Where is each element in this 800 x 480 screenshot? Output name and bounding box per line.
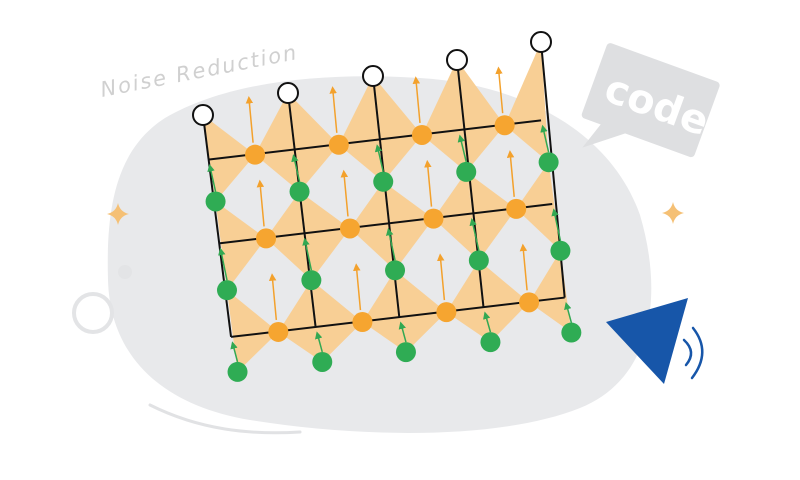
stabilizer-triangle [457,60,505,172]
sparkle-icon [662,202,684,224]
orange-arrow [424,159,433,207]
stabilizer-triangle [215,201,267,291]
ancilla-node [268,321,289,342]
qubit-node [456,161,477,182]
green-arrow [315,331,323,353]
ancilla-node [519,292,540,313]
qubit-node [538,152,559,173]
qubit-node [385,260,406,281]
ancilla-node [411,124,432,145]
qubit-node [312,351,333,372]
qubit-node [561,322,582,343]
speaker-icon [606,298,688,384]
green-arrow [230,341,239,363]
output-node [277,82,299,104]
orange-arrow [268,273,278,321]
green-arrow [302,237,313,271]
green-arrow [483,311,492,333]
green-arrow [457,134,467,163]
qubit-node [550,240,571,261]
stabilizer-triangle [373,76,422,182]
orange-arrow [340,169,349,217]
ancilla-node [256,228,277,249]
orange-arrow [436,253,446,301]
stabilizer-triangle [288,93,339,192]
stabilizer-triangle [311,280,363,362]
ancilla-node [423,208,444,229]
stabilizer-triangle [278,280,323,362]
green-arrow [398,321,407,343]
stabilizer-triangle [478,260,530,343]
ancilla-node [506,198,527,219]
green-arrow [564,301,573,323]
speech-bubble-icon: code [581,43,720,158]
sparkle-icon [107,203,129,225]
output-node [446,49,468,71]
orange-arrow [353,263,362,311]
orange-arrow [329,86,338,133]
qubit-node [480,332,501,353]
swoosh-line [148,403,302,435]
ancilla-node [339,218,360,239]
green-arrow [207,163,217,192]
green-arrow [551,208,562,241]
stabilizer-triangle [529,250,572,333]
qubit-node [373,171,394,192]
orange-arrow [245,95,254,143]
green-arrow [374,144,384,172]
orange-arrow [519,243,528,291]
node-layer [192,31,582,382]
ancilla-node [328,134,349,155]
output-node [530,31,552,53]
ring-small [118,265,132,279]
stabilizer-triangle [338,76,384,182]
stabilizer-triangle [504,42,549,163]
ancilla-node [352,312,373,333]
output-node [362,65,384,87]
qubit-node [301,270,322,291]
green-arrow [291,154,301,182]
qubit-node [395,342,416,363]
ring-large [72,292,114,334]
qubit-node [468,250,489,271]
orange-arrow [256,179,265,227]
qubit-node [227,361,248,382]
stabilizer-triangle [466,171,517,261]
qubit-node [205,191,226,212]
stabilizer-triangle [446,260,491,343]
qubit-node [216,280,237,301]
stabilizer-triangle [255,93,300,192]
ancilla-node [245,144,266,165]
stabilizer-triangle [362,270,406,353]
orange-arrow [506,150,515,197]
sound-waves-icon [682,326,704,380]
stabilizer-triangle [383,181,434,271]
stabilizer-triangle [395,270,447,353]
stabilizer-triangle [421,60,467,172]
stabilizer-triangle [203,115,256,202]
green-arrow [385,227,396,261]
qubit-node [289,181,310,202]
orange-arrow [495,66,504,114]
ancilla-node [436,302,457,323]
stabilizer-triangle [299,191,350,281]
green-arrow [540,124,550,153]
output-node [192,104,214,126]
arrow-layer [207,66,573,363]
ancilla-node [494,115,515,136]
orange-arrow [412,76,421,124]
stabilizer-triangle [226,290,279,372]
green-arrow [218,247,228,281]
green-arrow [469,218,480,251]
